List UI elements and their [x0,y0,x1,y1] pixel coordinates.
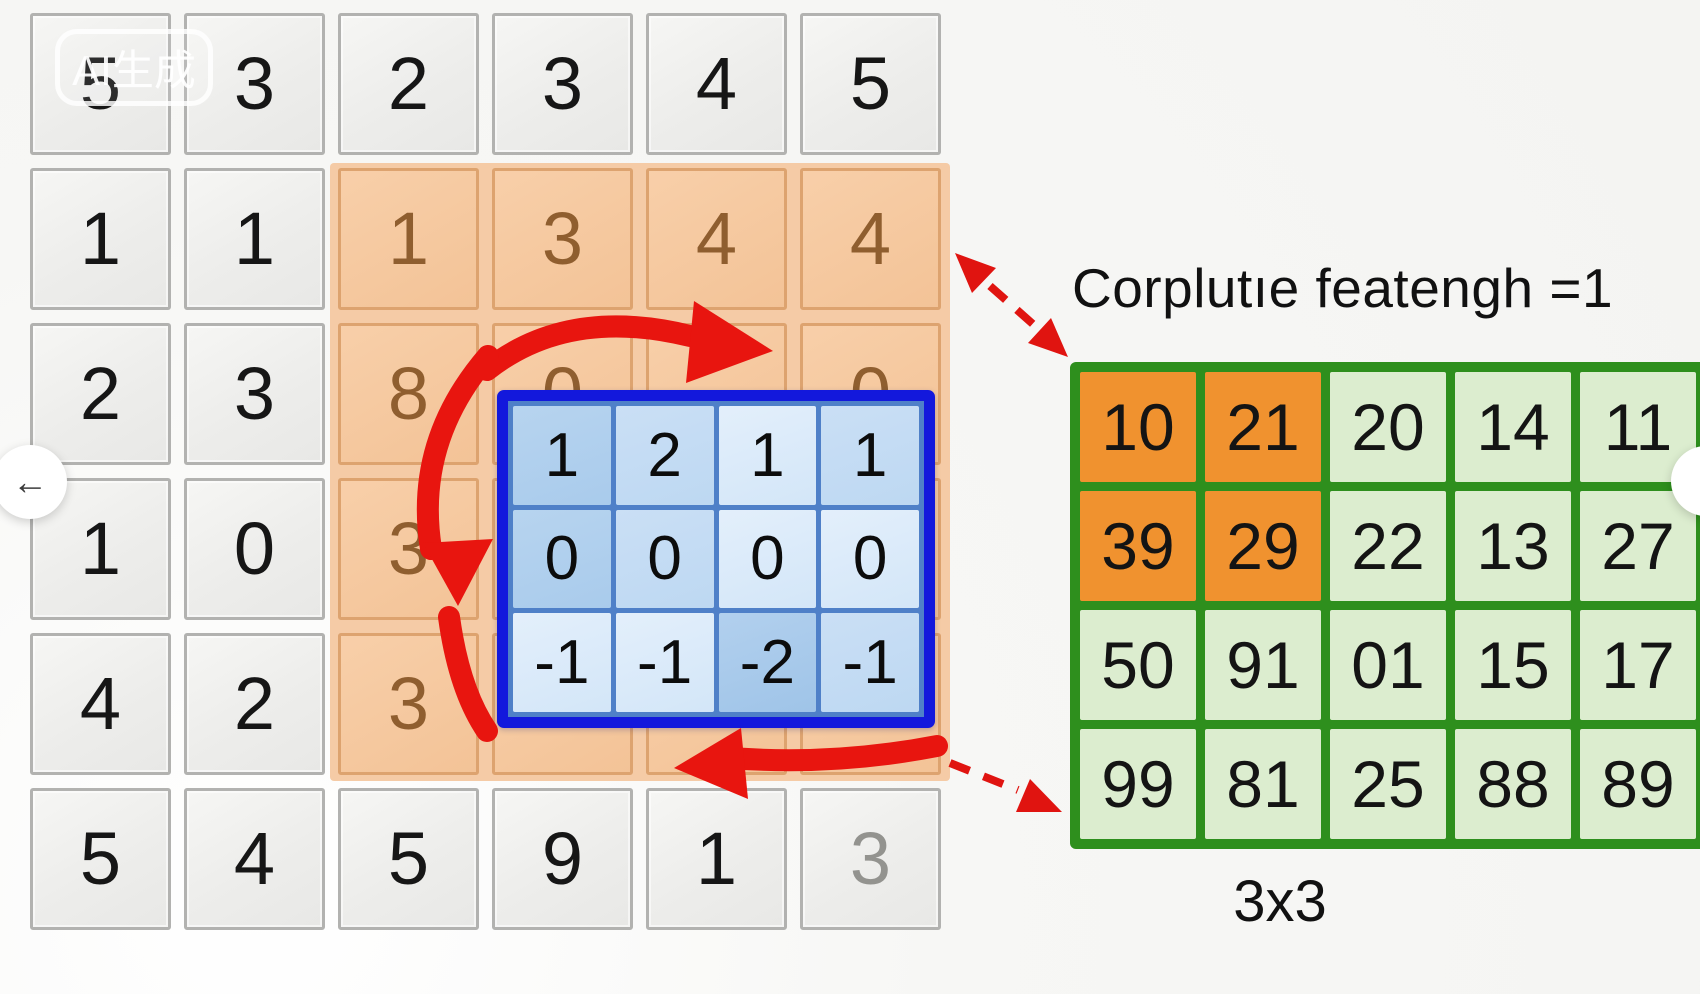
kernel-cell: 0 [615,509,714,609]
input-cell: 3 [338,633,479,775]
kernel-cell: 0 [718,509,817,609]
dashed-link-bottom-icon [948,759,1062,812]
output-cell: 27 [1580,491,1696,601]
output-cell: 91 [1205,610,1321,720]
output-cell: 20 [1330,372,1446,482]
input-cell: 5 [338,788,479,930]
input-cell: 5 [30,13,171,155]
output-cell: 22 [1330,491,1446,601]
kernel-cell: 2 [615,406,714,505]
output-cell: 88 [1455,729,1571,839]
kernel-cell: -1 [513,613,611,712]
input-cell: 3 [492,13,633,155]
kernel-cell: 1 [718,406,817,505]
ai-watermark-label: AI生成 [72,47,196,94]
grid-size-label: 3x3 [1233,869,1327,934]
input-cell: 4 [184,788,325,930]
output-title: Corplutıe featengh =1 [1072,257,1614,319]
output-cell-highlighted: 39 [1080,491,1196,601]
output-cell-highlighted: 21 [1205,372,1321,482]
kernel-cell: -2 [718,613,817,712]
back-button[interactable]: ← [0,445,67,519]
kernel-cell: -1 [821,613,919,712]
input-cell: 1 [30,168,171,310]
ai-watermark-badge: AI生成 [55,29,213,106]
input-cell: 5 [800,13,941,155]
input-cell: 1 [338,168,479,310]
output-cell: 17 [1580,610,1696,720]
output-cell: 13 [1455,491,1571,601]
input-cell: 1 [184,168,325,310]
input-cell: 8 [338,323,479,465]
input-cell: 4 [800,168,941,310]
input-cell: 1 [646,788,787,930]
input-cell: 3 [800,788,941,930]
input-cell: 4 [646,13,787,155]
input-cell: 9 [492,788,633,930]
output-cell: 89 [1580,729,1696,839]
output-cell: 01 [1330,610,1446,720]
kernel-cell: -1 [615,613,714,712]
input-cell: 2 [30,323,171,465]
output-cell: 15 [1455,610,1571,720]
input-cell: 3 [184,323,325,465]
output-cell: 14 [1455,372,1571,482]
kernel-cell: 1 [513,406,611,505]
input-cell: 3 [338,478,479,620]
dashed-link-top-icon [955,253,1068,357]
input-cell: 4 [646,168,787,310]
output-cell: 99 [1080,729,1196,839]
output-cell: 25 [1330,729,1446,839]
kernel-cell: 0 [821,509,919,609]
output-cell-highlighted: 29 [1205,491,1321,601]
input-cell: 2 [184,633,325,775]
input-cell: 2 [338,13,479,155]
output-cell: 81 [1205,729,1321,839]
back-arrow-icon: ← [12,461,48,502]
kernel-cell: 0 [513,509,611,609]
input-cell: 0 [184,478,325,620]
output-cell: 50 [1080,610,1196,720]
output-cell-highlighted: 10 [1080,372,1196,482]
input-cell: 5 [30,788,171,930]
input-cell: 3 [184,13,325,155]
input-cell: 3 [492,168,633,310]
kernel-cell: 1 [821,406,919,505]
input-cell: 4 [30,633,171,775]
